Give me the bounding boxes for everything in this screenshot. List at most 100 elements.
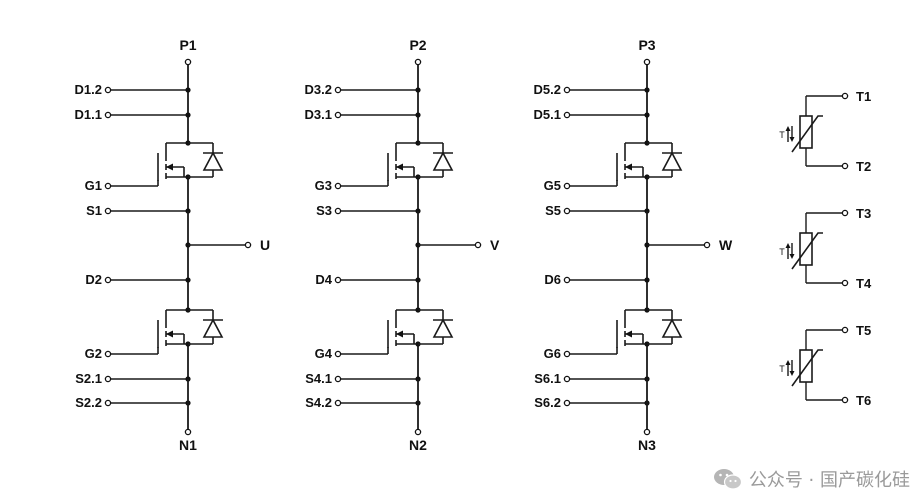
sense-terminal	[334, 86, 342, 94]
pin-label: S6.2	[534, 395, 561, 410]
pin-label: D1.2	[75, 82, 102, 97]
junction-dot	[415, 112, 421, 118]
temperature-symbol: T	[779, 247, 785, 257]
gate-terminal	[334, 182, 342, 190]
pin-label: S3	[316, 203, 332, 218]
thermistor-slash	[791, 349, 823, 387]
body-arrow	[625, 163, 632, 171]
pin-label: S6.1	[534, 371, 561, 386]
sense-terminal	[563, 375, 571, 383]
thermistor-terminal	[841, 326, 849, 334]
mosfet-high	[334, 140, 454, 211]
dc-minus-label: N3	[638, 437, 656, 453]
thermistor-terminal	[841, 162, 849, 170]
pin-label: G5	[544, 178, 561, 193]
sense-terminal	[334, 375, 342, 383]
temperature-symbol: T	[779, 364, 785, 374]
junction-dot	[644, 277, 650, 283]
temperature-symbol: T	[779, 130, 785, 140]
diode-symbol	[432, 318, 454, 338]
gate-terminal	[104, 182, 112, 190]
diode-symbol	[202, 151, 224, 171]
pin-label: D5.2	[534, 82, 561, 97]
temp-arrow-down-head	[789, 254, 795, 259]
junction-dot	[185, 87, 191, 93]
diode-symbol	[202, 318, 224, 338]
sense-terminal	[334, 111, 342, 119]
dc-minus-terminal	[184, 428, 192, 436]
watermark: 公众号 · 国产碳化硅	[713, 466, 910, 492]
mosfet-low	[104, 307, 224, 379]
pin-label: S5	[545, 203, 561, 218]
dc-minus-terminal	[414, 428, 422, 436]
dc-plus-terminal	[643, 58, 651, 66]
mosfet-low	[334, 307, 454, 379]
dc-plus-terminal	[414, 58, 422, 66]
junction-dot	[185, 112, 191, 118]
dc-minus-terminal	[643, 428, 651, 436]
pin-label: D2	[85, 272, 102, 287]
junction-dot	[415, 277, 421, 283]
pin-label: G3	[315, 178, 332, 193]
body-arrow	[625, 330, 632, 338]
thermistor-pin-label: T1	[856, 89, 871, 104]
pin-label: S1	[86, 203, 102, 218]
sense-terminal	[104, 375, 112, 383]
diode-symbol	[661, 151, 683, 171]
temp-arrow-up-head	[785, 126, 791, 131]
phase-output-label: U	[260, 237, 270, 253]
dc-plus-terminal	[184, 58, 192, 66]
dc-plus-label: P2	[409, 37, 426, 53]
diode-symbol	[661, 318, 683, 338]
thermistor-terminal	[841, 92, 849, 100]
diode-symbol	[432, 151, 454, 171]
junction-dot	[415, 87, 421, 93]
body-arrow	[396, 163, 403, 171]
gate-terminal	[104, 350, 112, 358]
thermistor-terminal	[841, 279, 849, 287]
output-terminal	[474, 241, 482, 249]
sense-terminal	[104, 276, 112, 284]
output-terminal	[244, 241, 252, 249]
sense-terminal	[104, 207, 112, 215]
phase-output-label: V	[490, 237, 500, 253]
temp-arrow-up-head	[785, 360, 791, 365]
thermistor-pin-label: T2	[856, 159, 871, 174]
dc-plus-label: P3	[638, 37, 655, 53]
thermistor-pin-label: T4	[856, 276, 872, 291]
gate-terminal	[563, 350, 571, 358]
sense-terminal	[104, 399, 112, 407]
sense-terminal	[334, 276, 342, 284]
pin-label: S2.1	[75, 371, 102, 386]
thermistor-terminal	[841, 396, 849, 404]
junction-dot	[644, 87, 650, 93]
sense-terminal	[563, 86, 571, 94]
body-arrow	[396, 330, 403, 338]
pin-label: D5.1	[534, 107, 561, 122]
thermistor-slash	[791, 115, 823, 153]
thermistor-pin-label: T5	[856, 323, 871, 338]
sense-terminal	[334, 399, 342, 407]
dc-plus-label: P1	[179, 37, 196, 53]
sense-terminal	[563, 111, 571, 119]
body-arrow	[166, 163, 173, 171]
pin-label: G6	[544, 346, 561, 361]
watermark-text: 公众号 · 国产碳化硅	[748, 470, 910, 491]
pin-label: D3.1	[305, 107, 332, 122]
phase-output-label: W	[719, 237, 733, 253]
pin-label: G4	[315, 346, 333, 361]
mosfet-high	[104, 140, 224, 211]
pin-label: S4.2	[305, 395, 332, 410]
junction-dot	[644, 112, 650, 118]
pin-label: D6	[544, 272, 561, 287]
sense-terminal	[563, 207, 571, 215]
pin-label: S4.1	[305, 371, 332, 386]
pin-label: G1	[85, 178, 102, 193]
mosfet-high	[563, 140, 683, 211]
